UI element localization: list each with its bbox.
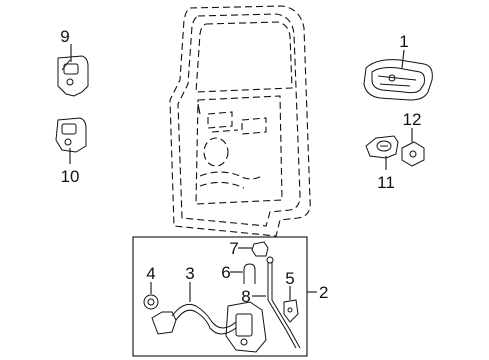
callout-1: 1 [399,32,408,51]
callout-11: 11 [377,173,395,192]
callout-10: 10 [61,167,80,186]
part-4-graphic [143,294,159,310]
part-10-graphic [55,117,87,153]
callout-6: 6 [221,263,230,282]
part-11-graphic [365,135,399,159]
callout-8: 8 [241,287,250,306]
part-3-graphic [151,301,267,353]
part-9-graphic [57,55,89,97]
part-7-graphic [251,241,269,257]
leader-1 [401,49,405,69]
part-1-graphic [363,59,433,101]
part-8-graphic [266,256,301,349]
part-6-graphic [243,263,256,284]
callout-3: 3 [185,264,194,283]
rear-door-outline [169,5,311,237]
callout-4: 4 [146,264,155,283]
part-12-graphic [401,141,425,167]
callout-5: 5 [285,269,294,288]
callout-2: 2 [319,283,328,302]
lock-assembly-box [132,236,308,357]
callout-12: 12 [403,110,422,129]
callout-7: 7 [229,239,238,258]
part-5-graphic [283,299,299,323]
callout-9: 9 [60,27,69,46]
